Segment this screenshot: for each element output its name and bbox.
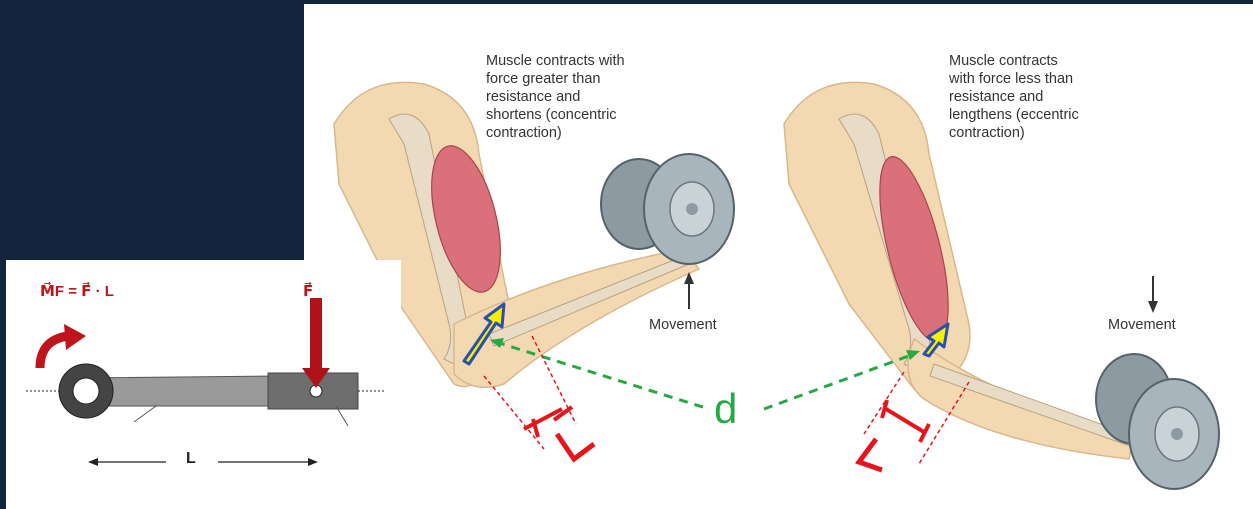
movement-label-right: Movement <box>1108 317 1176 333</box>
concentric-caption: Muscle contracts with force greater than… <box>486 52 706 142</box>
pivot-hole <box>73 378 99 404</box>
left-distance-line <box>496 342 709 409</box>
length-arrow-left-icon <box>88 458 98 466</box>
rotation-arrowhead-icon <box>64 324 86 350</box>
lever-inset-panel: M⃗F = F⃗ · L F⃗ L <box>6 260 401 509</box>
lever-diagram <box>6 260 401 509</box>
leader-line-left <box>134 406 156 422</box>
length-arrow-right-icon <box>308 458 318 466</box>
force-arrow-shaft <box>310 298 322 372</box>
right-dumbbell-icon <box>1096 354 1219 489</box>
eccentric-caption: Muscle contracts with force less than re… <box>949 52 1169 142</box>
rotation-arrow-icon <box>40 336 68 368</box>
right-distance-line <box>764 354 914 409</box>
movement-label-left: Movement <box>649 317 717 333</box>
left-dumbbell-icon <box>601 154 734 264</box>
length-label: L <box>186 450 196 468</box>
distance-label: d <box>714 388 737 430</box>
right-movement-arrowhead-icon <box>1148 301 1158 313</box>
main-illustration-panel: Muscle contracts with force greater than… <box>304 4 1253 509</box>
